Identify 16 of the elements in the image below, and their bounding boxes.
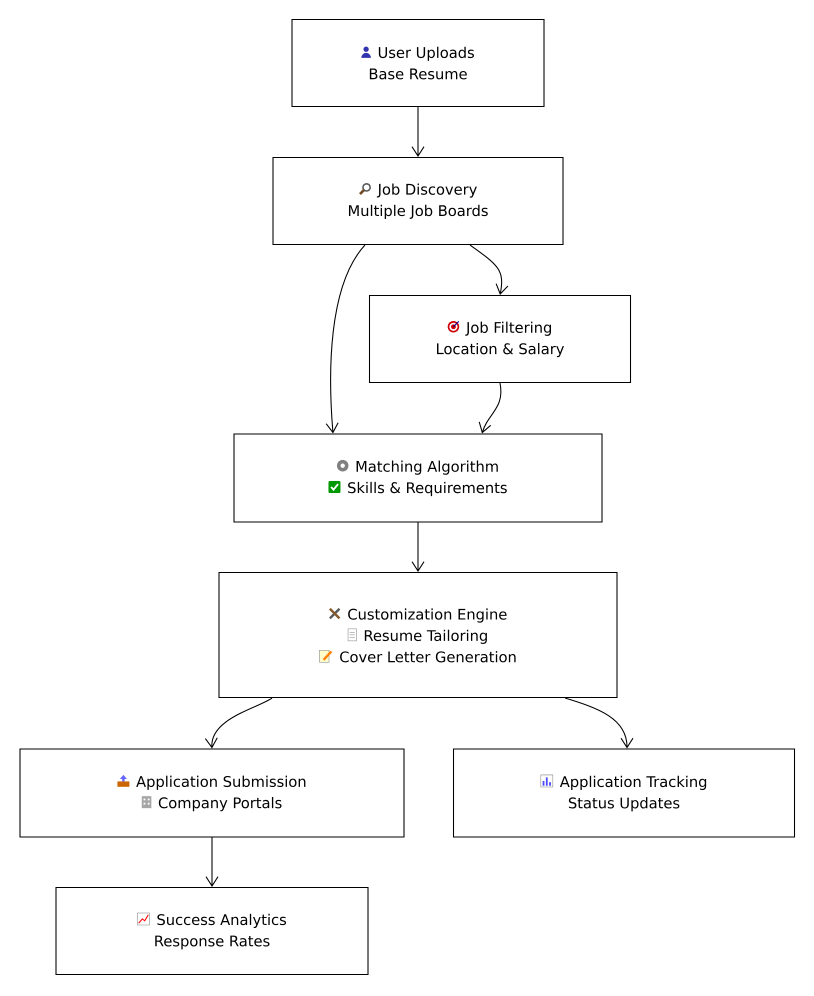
arrow [478, 382, 502, 434]
process-box: Matching Algorithm Skills & Requirements [233, 433, 603, 523]
process-box: Application Tracking Status Updates [452, 748, 796, 838]
process-box: Job Discovery Multiple Job Boards [272, 156, 564, 246]
arrow [204, 698, 272, 748]
arrow [206, 838, 218, 887]
arrow [470, 244, 508, 295]
arrow [326, 244, 366, 434]
process-box: Customization Engine Resume Tailoring Cover Letter Generation [218, 572, 618, 698]
process-box: User Uploads Base Resume [291, 18, 545, 108]
process-box: Job Filtering Location & Salary [368, 294, 632, 384]
process-box: Success Analytics Response Rates [55, 886, 369, 976]
arrow [412, 522, 424, 572]
arrow [412, 107, 424, 157]
arrow [564, 698, 634, 748]
process-box: Application Submission Company Portals [19, 748, 405, 838]
